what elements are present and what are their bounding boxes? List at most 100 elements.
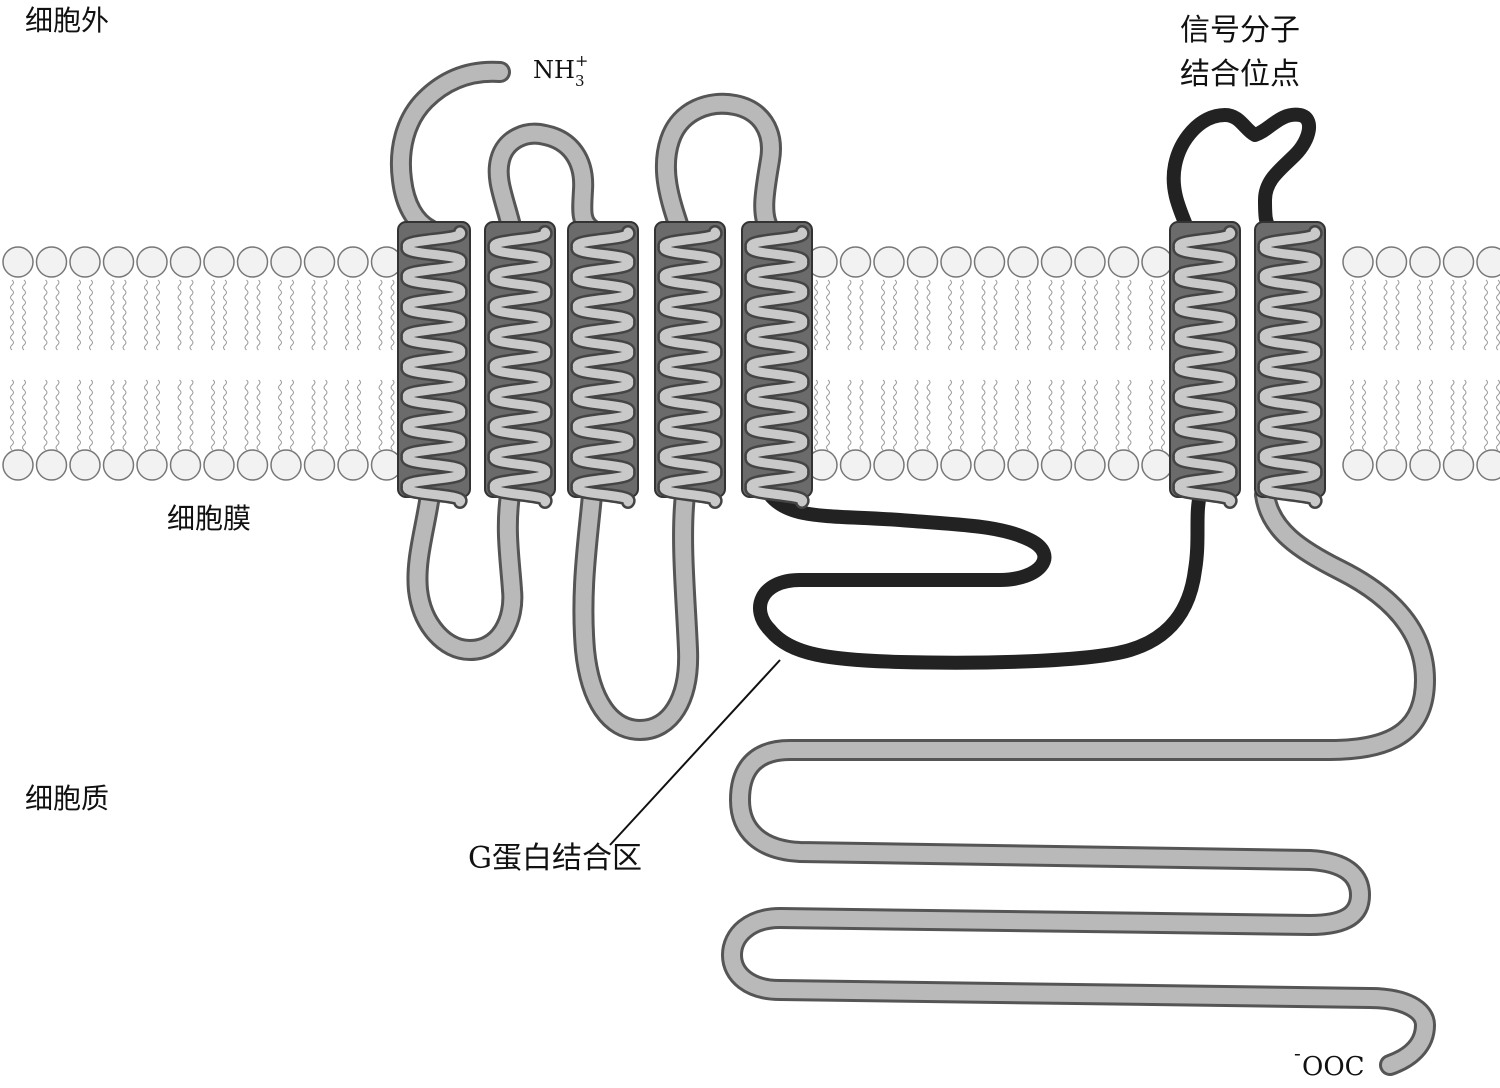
lipid-tail <box>1450 279 1455 351</box>
lipid-tail <box>378 379 383 451</box>
lipid-head <box>839 449 872 481</box>
lipid-head <box>136 449 168 481</box>
lipid-head <box>35 449 68 481</box>
lipid-tail <box>847 279 852 351</box>
lipid-tail <box>1115 279 1120 351</box>
lipid-head <box>873 246 905 278</box>
lipid-tail <box>1417 279 1421 351</box>
lipid-tail <box>1350 279 1354 351</box>
lipid-tail <box>278 379 282 451</box>
intracellular-loop-1-fill <box>409 487 521 658</box>
lipid-tail <box>378 279 383 351</box>
lipid-tail <box>1048 279 1053 351</box>
lipid-tail <box>893 379 897 451</box>
transmembrane-helix <box>1169 221 1241 509</box>
lipid-tail <box>357 279 361 351</box>
lipid-tail <box>948 379 952 451</box>
lipid-tail <box>1094 279 1098 351</box>
lipid-tail <box>1484 379 1488 451</box>
lipid-tail <box>1082 279 1086 351</box>
lipid-tail <box>256 379 261 451</box>
lipid-head <box>2 449 34 481</box>
lipid-head <box>1375 449 1408 481</box>
n-terminus-subscript: 3 <box>575 72 585 90</box>
lipid-tail <box>244 279 249 351</box>
lipid-head <box>940 246 972 278</box>
lipid-tail <box>960 379 964 451</box>
lipid-tail <box>144 379 148 451</box>
lipid-tail <box>223 279 227 351</box>
lipid-tail <box>1060 279 1065 351</box>
lipid-tail <box>89 279 93 351</box>
extracellular-label: 细胞外 <box>25 4 109 37</box>
lipid-tail <box>1417 379 1421 451</box>
lipid-tail <box>948 279 952 351</box>
lipid-tail <box>22 379 26 451</box>
lipid-tail <box>914 379 919 451</box>
lipid-head <box>1107 449 1140 481</box>
lipid-tail <box>1161 279 1165 351</box>
lipid-head <box>102 246 135 278</box>
lipid-tail <box>311 279 316 351</box>
lipid-head <box>1107 246 1140 278</box>
lipid-head <box>236 246 269 278</box>
lipid-tail <box>1362 379 1366 451</box>
lipid-head <box>1074 246 1106 278</box>
lipid-tail <box>244 379 249 451</box>
c-terminus-charge: - <box>1294 1041 1301 1065</box>
lipid-tail <box>110 279 115 351</box>
lipid-head <box>303 449 336 481</box>
lipid-head <box>303 246 336 278</box>
lipid-tail <box>914 279 919 351</box>
lipid-head <box>69 449 101 481</box>
lipid-tail <box>290 279 294 351</box>
lipid-tail <box>43 279 48 351</box>
lipid-tail <box>122 379 127 451</box>
lipid-tail <box>1462 379 1467 451</box>
lipid-tail <box>77 279 81 351</box>
lipid-tail <box>926 279 931 351</box>
lipid-head <box>35 246 68 278</box>
signal-site-label-line2: 结合位点 <box>1180 57 1300 92</box>
lipid-tail <box>1027 279 1031 351</box>
lipid-head <box>1375 246 1408 278</box>
lipid-tails <box>10 279 1500 451</box>
lipid-tail <box>345 279 349 351</box>
lipid-tail <box>177 379 182 451</box>
lipid-tail <box>1027 379 1031 451</box>
lipid-tail <box>1429 379 1433 451</box>
lipid-head <box>839 246 872 278</box>
lipid-head <box>1141 449 1173 481</box>
helix-coil <box>747 227 807 507</box>
lipid-tail <box>1127 379 1132 451</box>
lipid-head <box>2 246 34 278</box>
lipid-head <box>1007 449 1039 481</box>
lipid-tail <box>1082 379 1086 451</box>
lipid-tail <box>290 379 294 451</box>
lipid-tail <box>278 279 282 351</box>
lipid-tail <box>122 279 127 351</box>
lipid-head <box>1040 449 1073 481</box>
lipid-head <box>169 449 202 481</box>
transmembrane-helix <box>397 221 471 509</box>
lipid-head <box>136 246 168 278</box>
lipid-head <box>203 246 235 278</box>
lipid-head <box>940 449 972 481</box>
lipid-head <box>1007 246 1039 278</box>
lipid-tail <box>390 279 395 351</box>
c-terminal-tail-fill <box>724 487 1433 1073</box>
lipid-tail <box>981 279 986 351</box>
lipid-tail <box>1015 379 1019 451</box>
lipid-tail <box>1383 379 1388 451</box>
lipid-head <box>1342 246 1374 278</box>
lipid-tail <box>981 379 986 451</box>
lipid-tail <box>189 379 194 451</box>
lipid-tail <box>1161 379 1165 451</box>
lipid-tail <box>211 279 215 351</box>
membrane-inner-leaflet <box>2 449 1500 481</box>
cytoplasm-label: 细胞质 <box>25 782 109 815</box>
lipid-tail <box>156 279 160 351</box>
lipid-head <box>169 246 202 278</box>
lipid-head <box>102 449 135 481</box>
